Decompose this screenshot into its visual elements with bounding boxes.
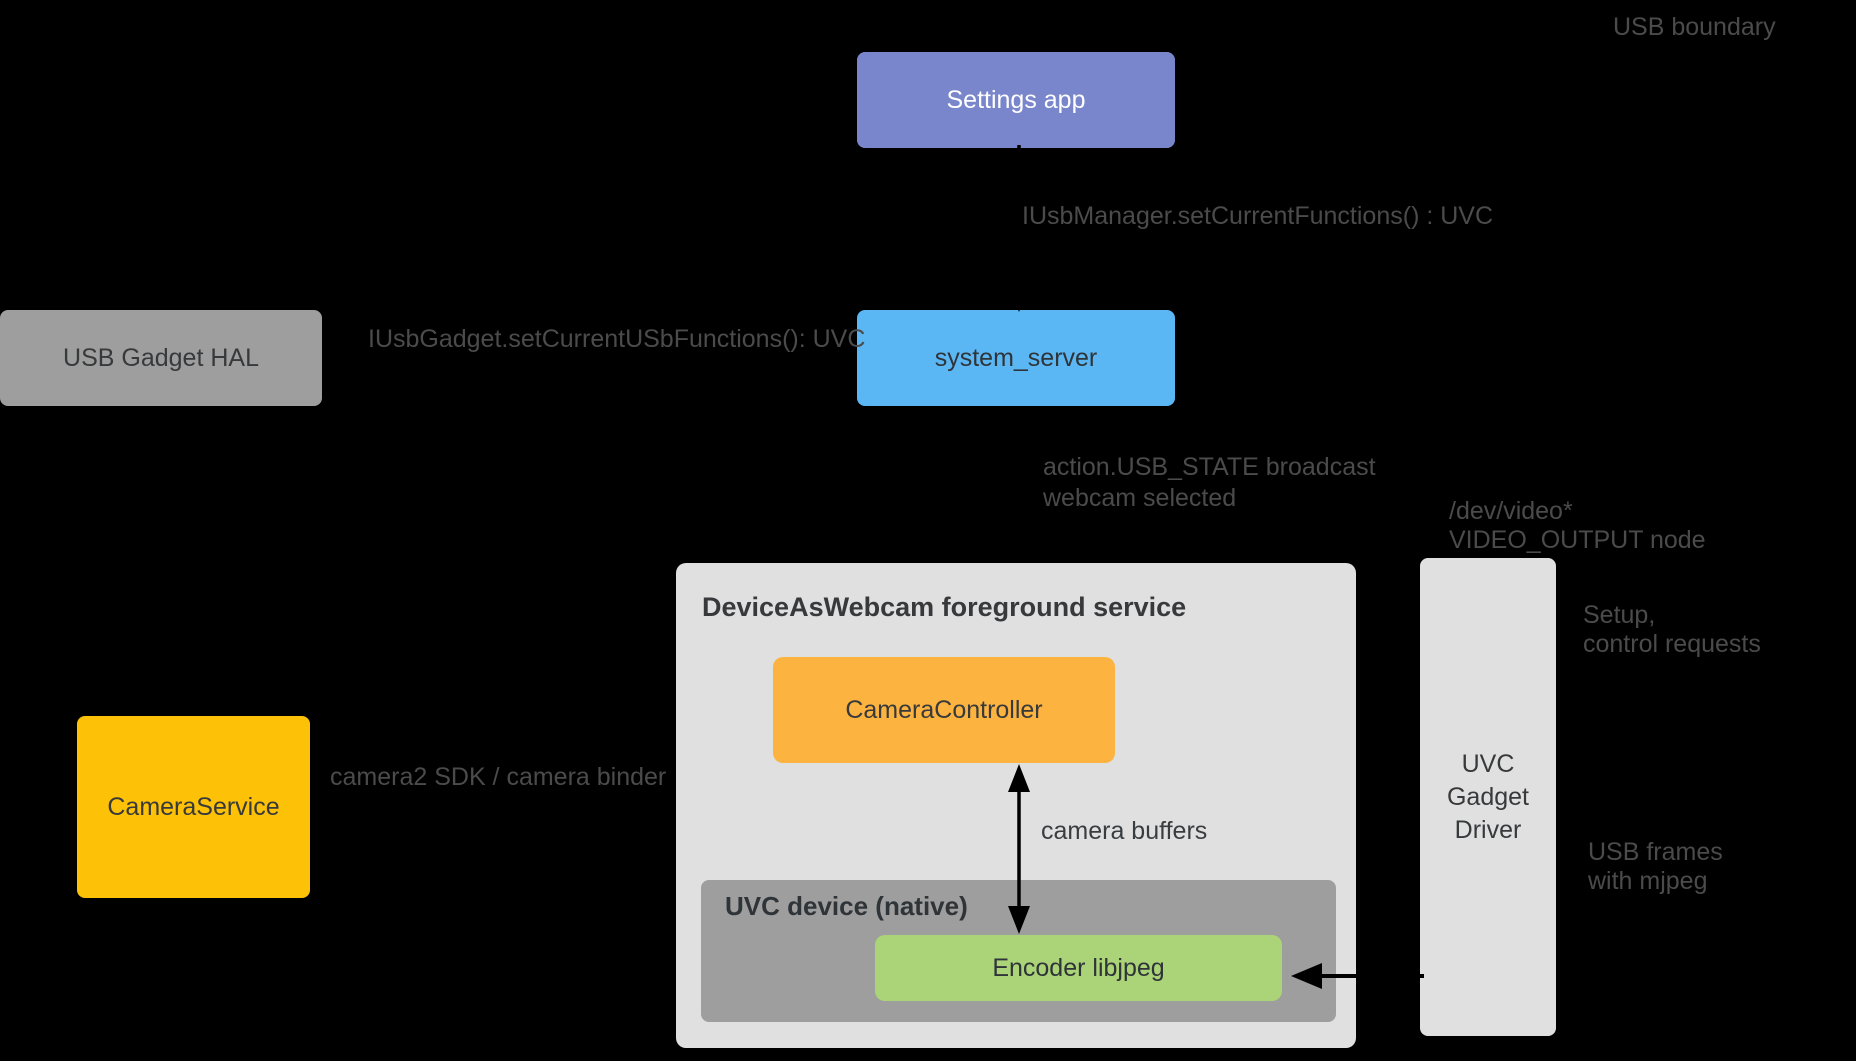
- settings-app-label: Settings app: [946, 85, 1086, 114]
- system-server-box: system_server: [857, 310, 1175, 406]
- encoder-libjpeg-box: Encoder libjpeg: [875, 935, 1282, 1001]
- settings-app-box: Settings app: [857, 52, 1175, 148]
- iusbgadget-call-label: IUsbGadget.setCurrentUSbFunctions(): UVC: [368, 325, 866, 353]
- system-server-label: system_server: [934, 343, 1098, 372]
- usb-gadget-hal-box: USB Gadget HAL: [0, 310, 322, 406]
- camera-buffers-label: camera buffers: [1041, 817, 1208, 845]
- usb-frames-mjpeg-label: USB frames with mjpeg: [1588, 838, 1723, 895]
- usb-state-broadcast-label: action.USB_STATE broadcast webcam select…: [1043, 453, 1376, 512]
- usb-boundary-label: USB boundary: [1613, 13, 1776, 41]
- setup-control-requests-label: Setup, control requests: [1583, 601, 1761, 658]
- camera2-sdk-label: camera2 SDK / camera binder: [330, 763, 667, 791]
- dev-video-node-label: /dev/video* VIDEO_OUTPUT node: [1449, 497, 1706, 554]
- device-as-webcam-service-title: DeviceAsWebcam foreground service: [702, 592, 1187, 622]
- camera-controller-box: CameraController: [773, 657, 1115, 763]
- uvc-gadget-driver-box: UVC Gadget Driver: [1420, 558, 1556, 1036]
- iusbmanager-call-label: IUsbManager.setCurrentFunctions() : UVC: [1022, 202, 1494, 230]
- uvc-gadget-driver-label: UVC Gadget Driver: [1446, 749, 1529, 844]
- camera-service-label: CameraService: [107, 792, 280, 821]
- arrow-systemserver-to-service-icon: [1009, 410, 1029, 562]
- encoder-libjpeg-label: Encoder libjpeg: [992, 953, 1165, 982]
- camera-service-box: CameraService: [77, 716, 310, 898]
- arrow-gadget-setup-icon: [1360, 620, 1418, 640]
- usb-gadget-hal-label: USB Gadget HAL: [63, 343, 259, 372]
- uvc-device-native-title: UVC device (native): [725, 891, 968, 921]
- camera-controller-label: CameraController: [845, 695, 1043, 724]
